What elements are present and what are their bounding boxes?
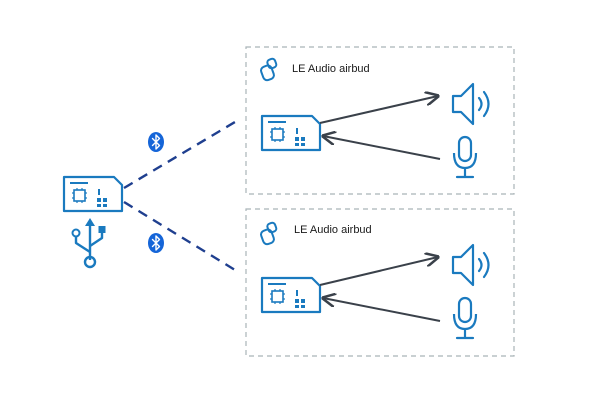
group-title: LE Audio airbud: [294, 224, 372, 236]
earbud-icon: [258, 220, 279, 247]
wireless-link-2: [123, 200, 236, 272]
arrow-from-microphone: [323, 298, 441, 322]
arrow-to-speaker: [319, 96, 438, 124]
bluetooth-icon: [147, 131, 165, 153]
arrow-to-speaker: [319, 257, 438, 286]
usb-icon: [71, 218, 106, 269]
microphone-icon: [452, 135, 478, 179]
speaker-icon: [451, 243, 490, 287]
airbud-group-box-2: [245, 208, 515, 357]
speaker-icon: [451, 82, 490, 126]
dev-board-icon: [260, 114, 322, 152]
arrow-from-microphone: [323, 136, 441, 160]
earbud-icon: [258, 56, 279, 83]
bluetooth-icon: [147, 232, 165, 254]
group-title: LE Audio airbud: [292, 63, 370, 75]
wireless-link-1: [123, 120, 236, 190]
dev-board-icon: [260, 276, 322, 314]
microphone-icon: [452, 296, 478, 340]
dev-board-icon: [62, 175, 124, 213]
airbud-group-box-1: [245, 46, 515, 195]
